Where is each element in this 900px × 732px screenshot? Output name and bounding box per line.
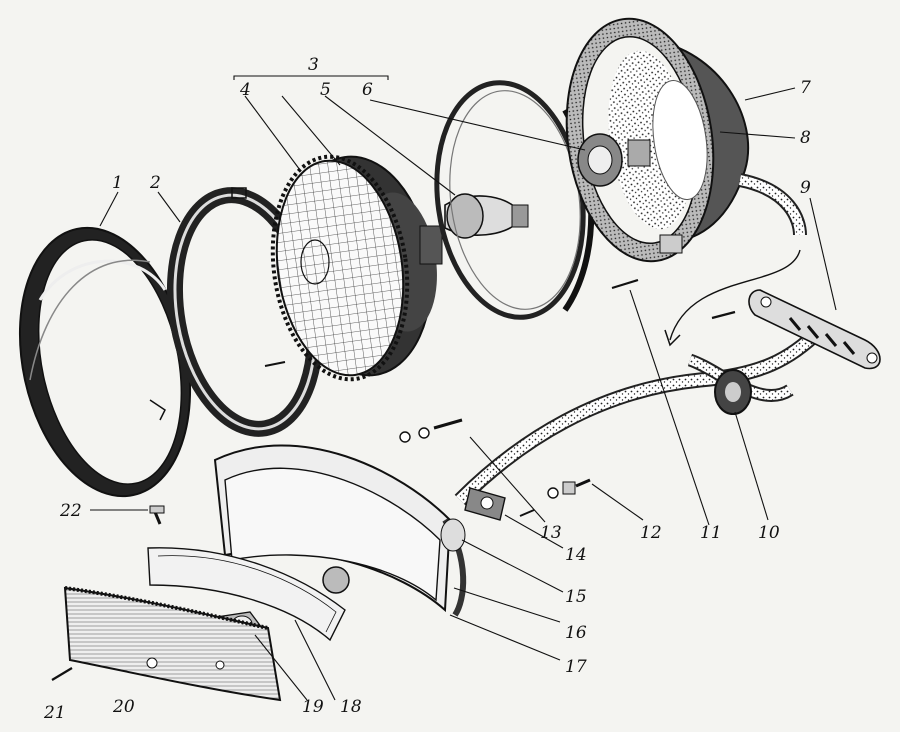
part-18-gasket xyxy=(147,547,346,642)
callout-1: 1 xyxy=(112,173,123,193)
callout-16: 16 xyxy=(565,623,587,643)
hardware-small-parts xyxy=(399,278,639,521)
callout-21: 21 xyxy=(43,703,66,723)
callout-19: 19 xyxy=(302,697,324,717)
callout-22: 22 xyxy=(59,501,82,521)
callout-18: 18 xyxy=(340,697,362,717)
callout-17: 17 xyxy=(565,657,587,677)
part-9-terminal-block xyxy=(711,289,881,370)
callout-3: 3 xyxy=(308,55,319,75)
callout-10: 10 xyxy=(758,523,780,543)
part-16-lamp-housing xyxy=(213,444,467,617)
leader-lines xyxy=(90,75,837,701)
callout-6: 6 xyxy=(362,80,373,100)
callout-20: 20 xyxy=(112,697,135,717)
screws-21-22 xyxy=(51,505,165,681)
callout-15: 15 xyxy=(565,587,587,607)
callout-4: 4 xyxy=(239,80,251,100)
callout-12: 12 xyxy=(640,523,662,543)
part-20-lens-cover xyxy=(63,586,282,702)
callout-2: 2 xyxy=(149,173,161,193)
callout-5: 5 xyxy=(320,80,331,100)
callout-11: 11 xyxy=(700,523,722,543)
part-5-bulb xyxy=(444,193,529,239)
part-8-lamp-socket xyxy=(577,133,683,254)
wiring-harness xyxy=(454,173,826,506)
callouts: 1 2 3 4 5 6 7 8 9 10 11 12 13 14 15 16 1… xyxy=(43,55,811,723)
callout-14: 14 xyxy=(565,545,587,565)
callout-13: 13 xyxy=(540,523,562,543)
callout-8: 8 xyxy=(800,128,811,148)
callout-9: 9 xyxy=(800,178,811,198)
part-4-lens-unit xyxy=(270,154,443,382)
callout-7: 7 xyxy=(800,78,811,98)
